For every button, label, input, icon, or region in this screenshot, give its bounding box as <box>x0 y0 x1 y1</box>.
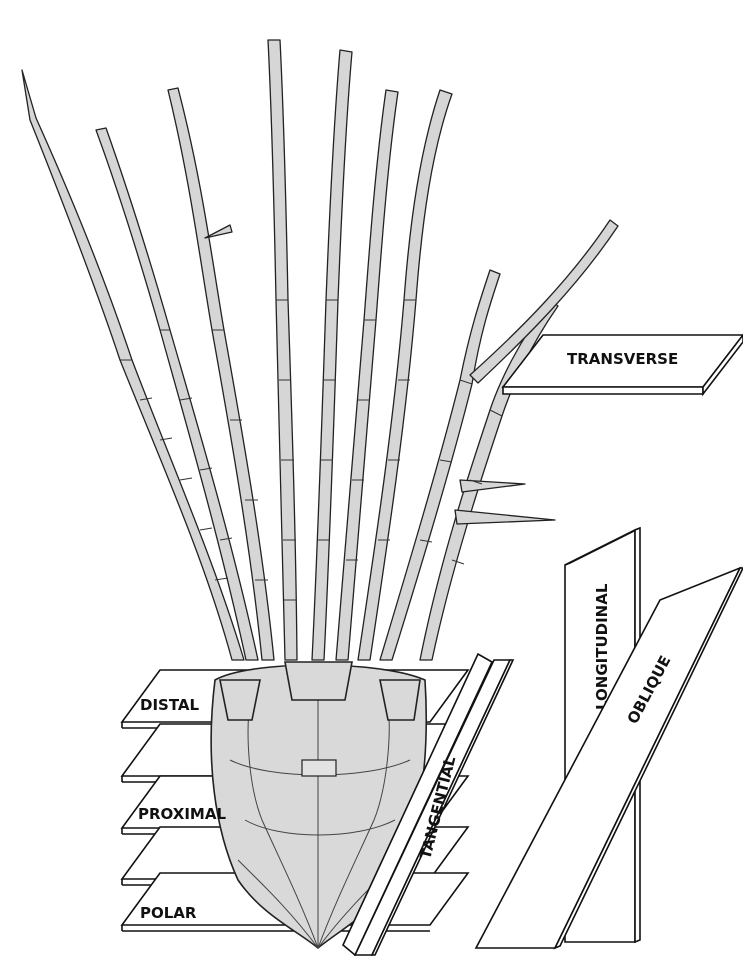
label-transverse: TRANSVERSE <box>567 350 678 368</box>
arm-3 <box>168 88 274 660</box>
label-polar: POLAR <box>140 904 197 922</box>
arm-1 <box>22 70 244 660</box>
arm-6 <box>336 90 398 660</box>
pinnule-3 <box>205 225 232 238</box>
crinoid-arms <box>22 40 618 660</box>
label-proximal: PROXIMAL <box>138 805 226 823</box>
arm-4 <box>268 40 297 660</box>
transverse-plane: TRANSVERSE <box>503 335 743 394</box>
pinnule-1 <box>455 510 555 524</box>
label-distal: DISTAL <box>140 696 200 714</box>
pinnule-2 <box>460 480 525 492</box>
label-longitudinal: LONGITUDINAL <box>593 583 611 710</box>
